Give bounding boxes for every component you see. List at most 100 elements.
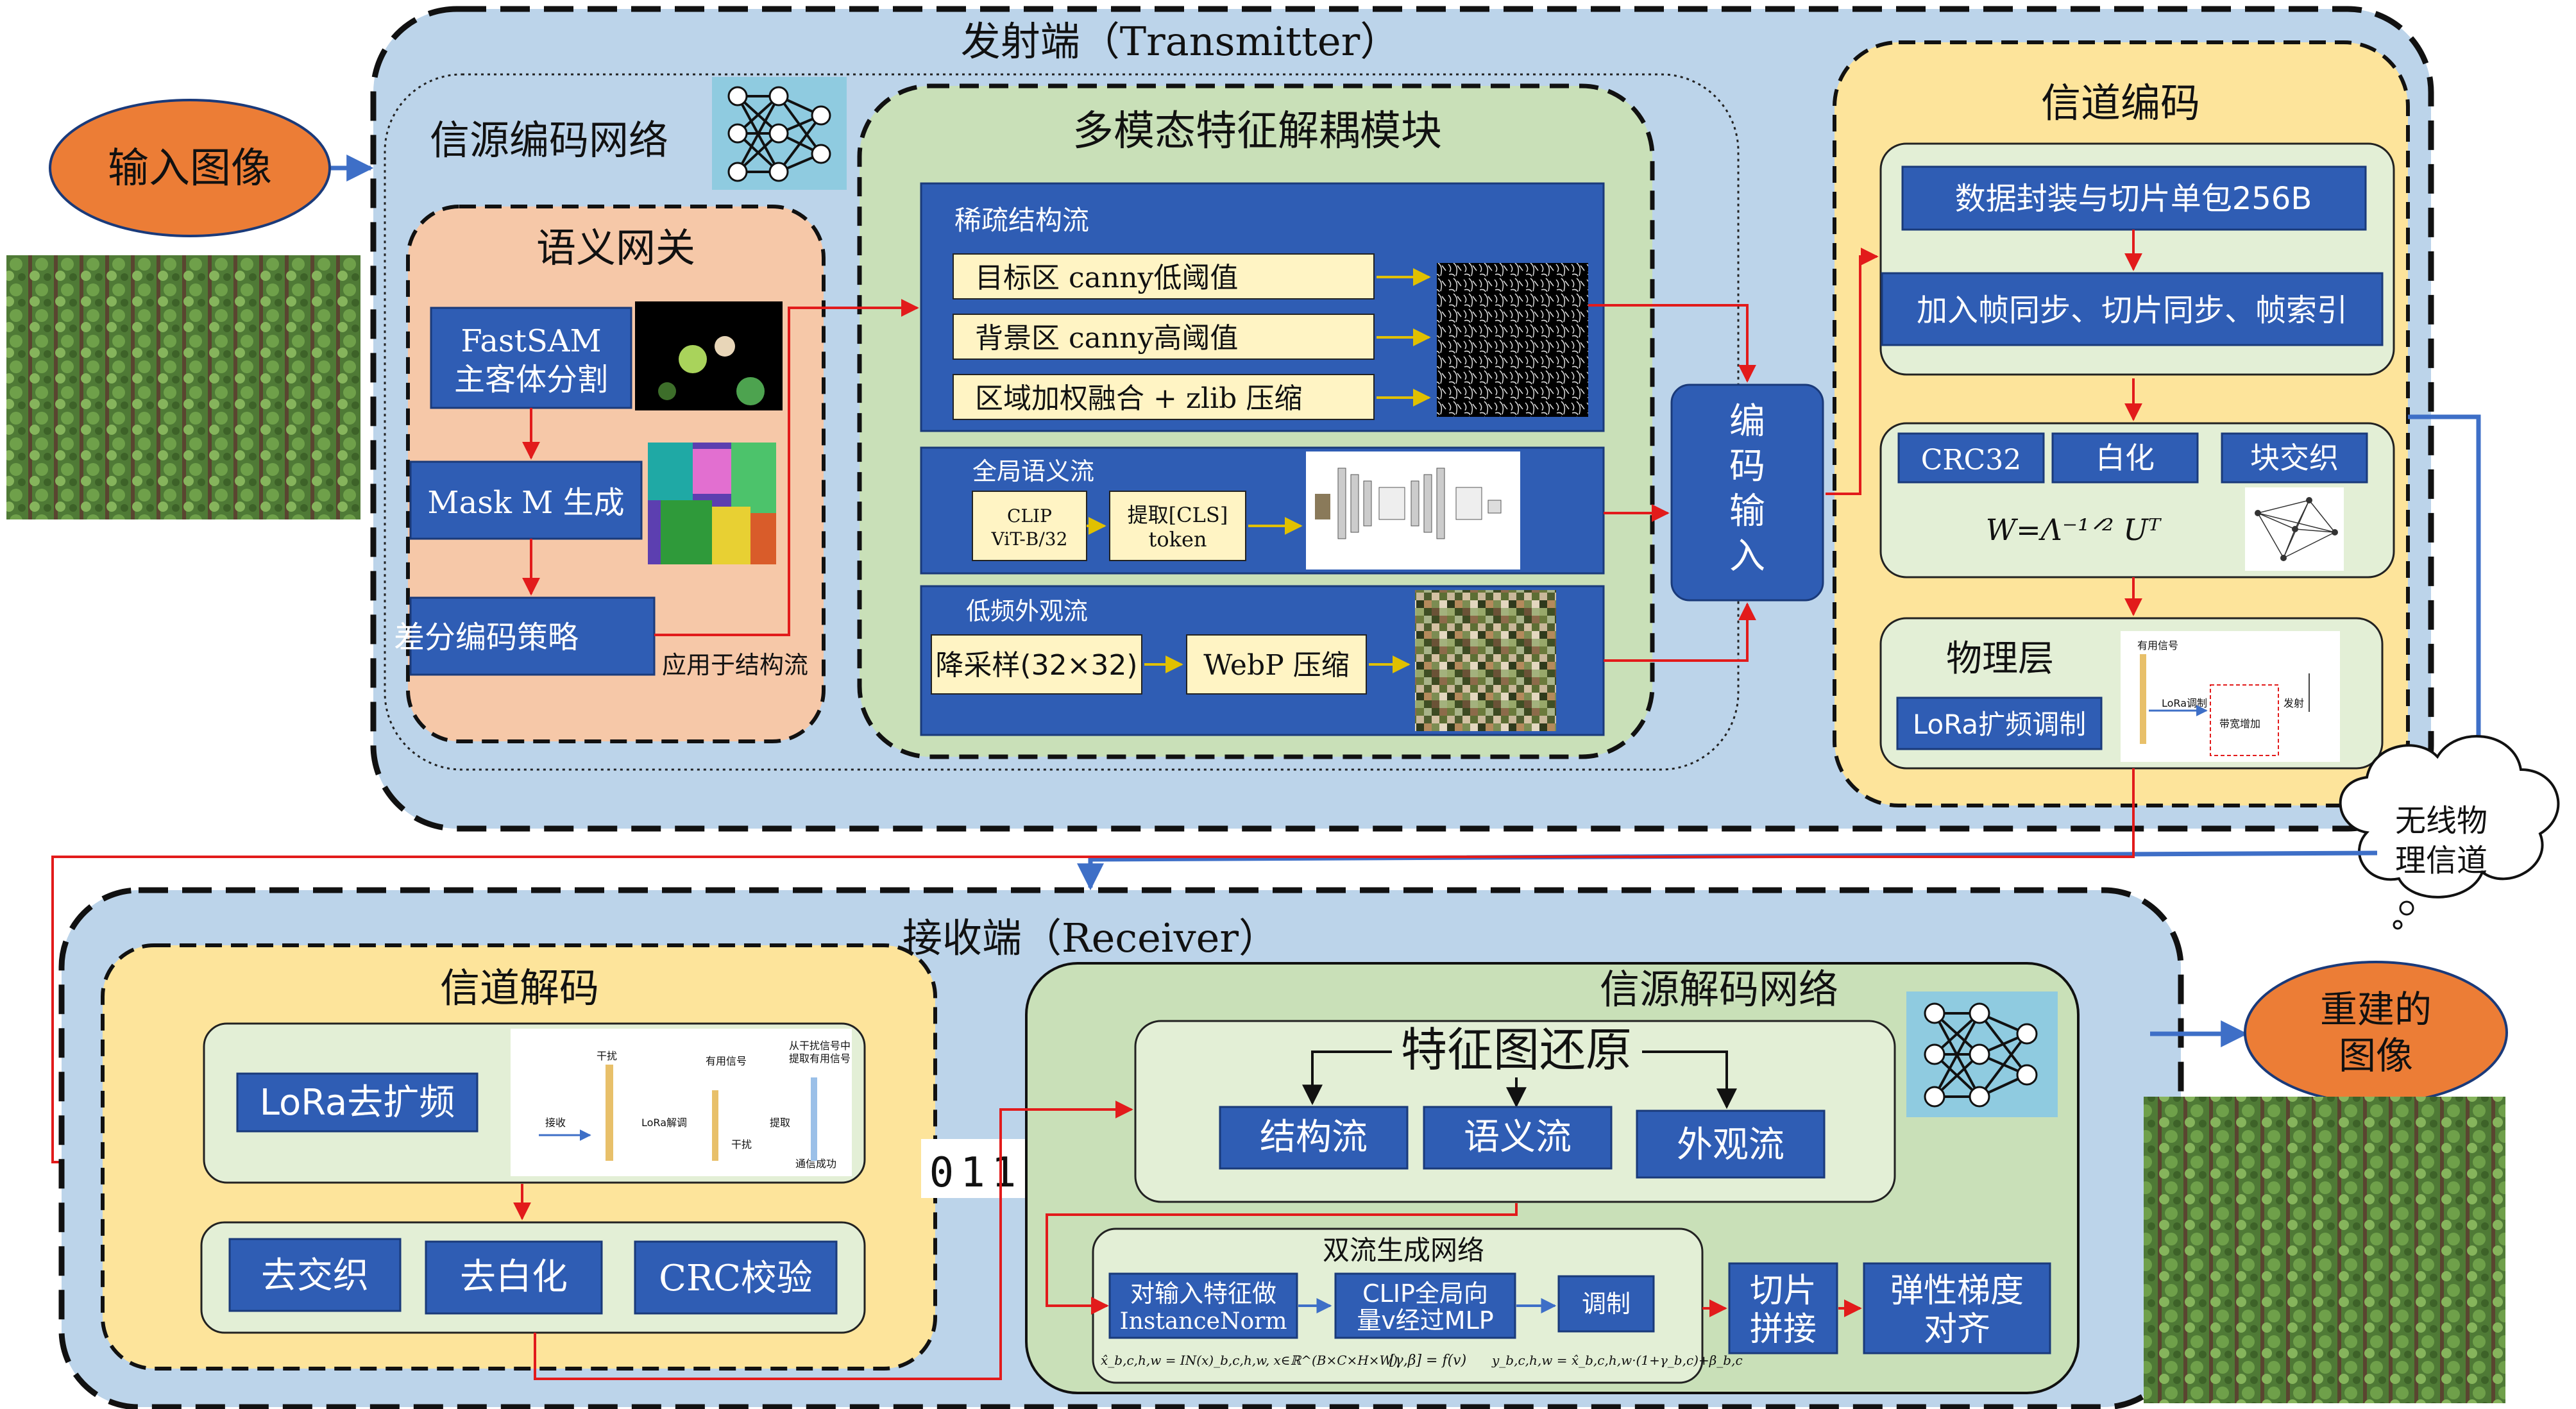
interleave-text: 块交织: [2250, 441, 2339, 475]
whiten-box: [2051, 432, 2199, 484]
clip-box: [972, 491, 1087, 561]
input-photo: [6, 255, 360, 519]
downsample-text: 降采样(32×32): [935, 649, 1137, 682]
cloud-shape: [2339, 735, 2560, 930]
despread-label-6: 干扰: [731, 1138, 752, 1151]
edge-map-thumbnail: [1437, 263, 1588, 417]
despread-label-3: 提取有用信号: [789, 1052, 851, 1065]
semantic-flow-box: [1423, 1106, 1613, 1170]
graph-icon: [2245, 487, 2344, 571]
webp-box: [1186, 634, 1367, 695]
despread-label-0: 干扰: [597, 1050, 617, 1062]
instancenorm-line2: InstanceNorm: [1120, 1308, 1287, 1335]
neural-network-icon: [712, 77, 847, 190]
struct-flow-box: [1219, 1106, 1409, 1170]
sparse-item-1: [953, 253, 1375, 300]
encode-input-char-2: 码: [1729, 446, 1765, 487]
phy-label-2: 带宽增加: [2219, 718, 2260, 730]
despread-box: [236, 1072, 479, 1133]
encode-input-char-4: 入: [1729, 536, 1765, 577]
mask-box: [409, 460, 643, 540]
equation-2: [γ,β] = f(v): [1389, 1353, 1466, 1369]
stitch-box: [1728, 1262, 1838, 1354]
receiver-title: 接收端（Receiver）: [902, 915, 1278, 961]
encode-input-char-3: 输: [1729, 491, 1765, 532]
encode-input-box: [1670, 384, 1824, 602]
sparse-item-1-text: 目标区 canny低阈值: [975, 262, 1238, 294]
clip-architecture-thumbnail: [1306, 451, 1520, 570]
source-decoding-title: 信源解码网络: [1600, 966, 1838, 1013]
instancenorm-line1: 对输入特征做: [1130, 1279, 1276, 1308]
crc32-box: [1897, 432, 2045, 484]
output-image-label: [2244, 961, 2508, 1104]
pixelated-thumbnail: [1415, 590, 1556, 731]
channel-encoding-title: 信道编码: [2041, 80, 2200, 126]
fastsam-line1: FastSAM: [461, 323, 601, 359]
semantic-flow-text: 语义流: [1464, 1117, 1572, 1158]
stitch-line1: 切片: [1750, 1272, 1817, 1310]
decoder-neural-network-icon: [1906, 991, 2058, 1117]
struct-flow-text: 结构流: [1260, 1117, 1368, 1158]
despread-text: LoRa去扩频: [260, 1082, 455, 1124]
clip-line1: CLIP: [1007, 505, 1052, 527]
despread-label-5: LoRa解调: [641, 1117, 687, 1129]
phy-label-3: 发射: [2284, 697, 2304, 709]
decouple-title: 多模态特征解耦模块: [1072, 108, 1442, 155]
diff-coding-label: 差分编码策略: [394, 620, 579, 655]
cls-token-box: [1109, 491, 1246, 561]
input-image-label: [49, 99, 331, 237]
semantic-gateway-title: 语义网关: [536, 224, 695, 271]
lora-signal-thumbnail: 有用信号 LoRa调制 带宽增加 发射: [2121, 631, 2340, 762]
pack-text: 数据封装与切片单包256B: [1955, 181, 2312, 217]
sync-text: 加入帧同步、切片同步、帧索引: [1917, 292, 2348, 328]
output-line1: 重建的: [2320, 988, 2432, 1031]
deinterleave-box: [228, 1238, 402, 1312]
source-net-title: 信源编码网络: [430, 117, 668, 164]
lowfreq-title: 低频外观流: [966, 597, 1088, 625]
mask-label: Mask M 生成: [427, 485, 624, 521]
encode-input-char-1: 编: [1729, 401, 1765, 443]
transmitter-title: 发射端（Transmitter）: [961, 18, 1400, 65]
global-title: 全局语义流: [972, 457, 1094, 485]
clip-mlp-line1: CLIP全局向: [1362, 1279, 1488, 1308]
cls-line2: token: [1148, 527, 1207, 552]
sparse-item-3: [953, 374, 1375, 420]
crc32-text: CRC32: [1921, 444, 2021, 477]
align-line2: 对齐: [1924, 1310, 1990, 1349]
sparse-item-2: [953, 314, 1375, 360]
whitening-formula: W=Λ⁻¹ᐟ² Uᵀ: [1986, 512, 2162, 547]
modulation-text: 调制: [1582, 1290, 1631, 1318]
input-image-text: 输入图像: [108, 145, 272, 192]
sparse-item-3-text: 区域加权融合 + zlib 压缩: [975, 382, 1302, 415]
phy-label-0: 有用信号: [2137, 639, 2178, 652]
whiten-text: 白化: [2096, 441, 2155, 475]
sync-box: [1881, 272, 2384, 346]
reconstructed-photo: [2144, 1097, 2505, 1403]
diff-coding-box: [409, 596, 656, 676]
dual-stream-title: 双流生成网络: [1323, 1235, 1484, 1266]
appearance-flow-box: [1636, 1109, 1826, 1179]
channel-line2: 理信道: [2395, 843, 2487, 879]
equation-1: x̂_b,c,h,w = IN(x)_b,c,h,w, x∈ℝ^(B×C×H×W…: [1101, 1353, 1398, 1368]
sparse-title: 稀疏结构流: [954, 205, 1089, 236]
interleave-box: [2221, 432, 2368, 484]
modulation-box: [1557, 1275, 1655, 1333]
output-line2: 图像: [2339, 1034, 2413, 1077]
channel-decoding-title: 信道解码: [440, 965, 599, 1011]
dewhiten-box: [425, 1240, 603, 1315]
crc-check-box: [634, 1240, 838, 1315]
webp-text: WebP 压缩: [1203, 649, 1349, 682]
despread-label-4: 接收: [545, 1117, 566, 1129]
fastsam-box: [430, 307, 632, 409]
clip-mlp-box: [1334, 1272, 1516, 1339]
phy-label-1: LoRa调制: [2162, 697, 2207, 709]
clip-line2: ViT-B/32: [991, 528, 1068, 550]
equation-3: y_b,c,h,w = x̂_b,c,h,w·(1+γ_b,c)+β_b,c: [1491, 1353, 1743, 1368]
crc-check-text: CRC校验: [659, 1258, 813, 1299]
despread-label-8: 通信成功: [795, 1158, 836, 1170]
despread-label-1: 有用信号: [706, 1055, 747, 1067]
apply-note: 应用于结构流: [662, 651, 808, 679]
sparse-item-2-text: 背景区 canny高阈值: [975, 322, 1238, 355]
despread-label-7: 提取: [770, 1117, 790, 1129]
